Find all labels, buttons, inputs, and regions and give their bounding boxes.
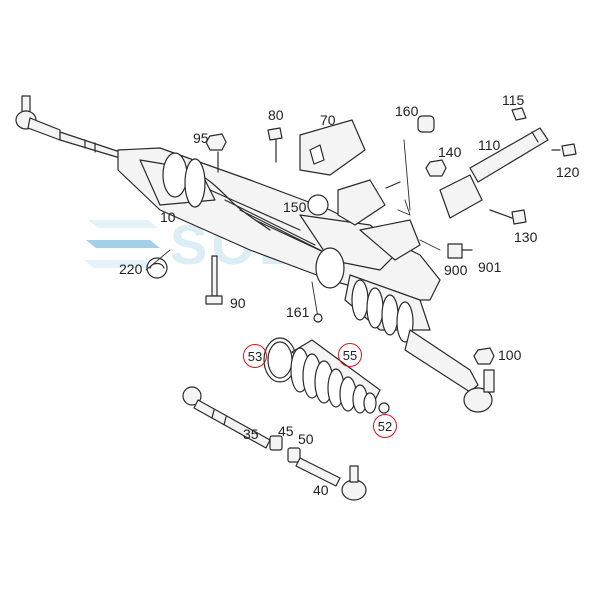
part-45-jam-nut — [269, 435, 283, 451]
part-220-clip — [146, 257, 168, 279]
part-52-small-clamp — [378, 402, 390, 414]
part-115-washer — [511, 107, 527, 121]
callout-53: 53 — [243, 344, 267, 368]
part-40-outer-tie-rod-end — [295, 457, 367, 501]
part-140-nut — [425, 159, 447, 177]
part-90-bolt — [205, 255, 223, 305]
part-80-bolt — [267, 127, 283, 163]
part-900-connector — [447, 243, 473, 259]
label-150: 150 — [283, 199, 307, 215]
label-100: 100 — [498, 347, 522, 363]
label-35: 35 — [243, 426, 259, 442]
right-tie-rod-end — [463, 369, 495, 413]
label-50: 50 — [298, 431, 314, 447]
label-160: 160 — [395, 103, 419, 119]
label-40: 40 — [313, 482, 329, 498]
label-901: 901 — [478, 259, 502, 275]
part-55-bellows-boot — [290, 339, 381, 414]
label-90: 90 — [230, 295, 246, 311]
label-110: 110 — [478, 137, 501, 153]
part-161-clamp — [313, 313, 323, 323]
label-115: 115 — [502, 92, 525, 108]
label-45: 45 — [278, 423, 294, 439]
label-70: 70 — [320, 112, 336, 128]
label-140: 140 — [438, 144, 462, 160]
label-900: 900 — [444, 262, 468, 278]
part-35-inner-tie-rod — [182, 386, 271, 449]
watermark-logo-icon — [84, 220, 160, 268]
part-110-shaft — [439, 127, 549, 219]
part-130-bolt — [489, 209, 527, 225]
label-10: 10 — [160, 209, 176, 225]
left-tie-rod-end — [15, 95, 121, 159]
label-95: 95 — [193, 130, 209, 146]
part-120-bolt — [551, 143, 577, 157]
part-160-sleeve — [417, 115, 435, 133]
part-150-valve — [307, 179, 401, 226]
part-70-bracket — [299, 119, 366, 176]
label-80: 80 — [268, 107, 284, 123]
callout-55: 55 — [338, 343, 362, 367]
leader-lines — [145, 139, 441, 319]
part-100-nut — [473, 347, 495, 365]
label-130: 130 — [514, 229, 538, 245]
callout-52: 52 — [373, 414, 397, 438]
label-220: 220 — [119, 261, 143, 277]
label-120: 120 — [556, 164, 580, 180]
steering-rack-housing — [117, 147, 479, 393]
part-95-nut — [205, 133, 227, 173]
label-161: 161 — [286, 304, 310, 320]
part-50-nut — [287, 447, 301, 463]
